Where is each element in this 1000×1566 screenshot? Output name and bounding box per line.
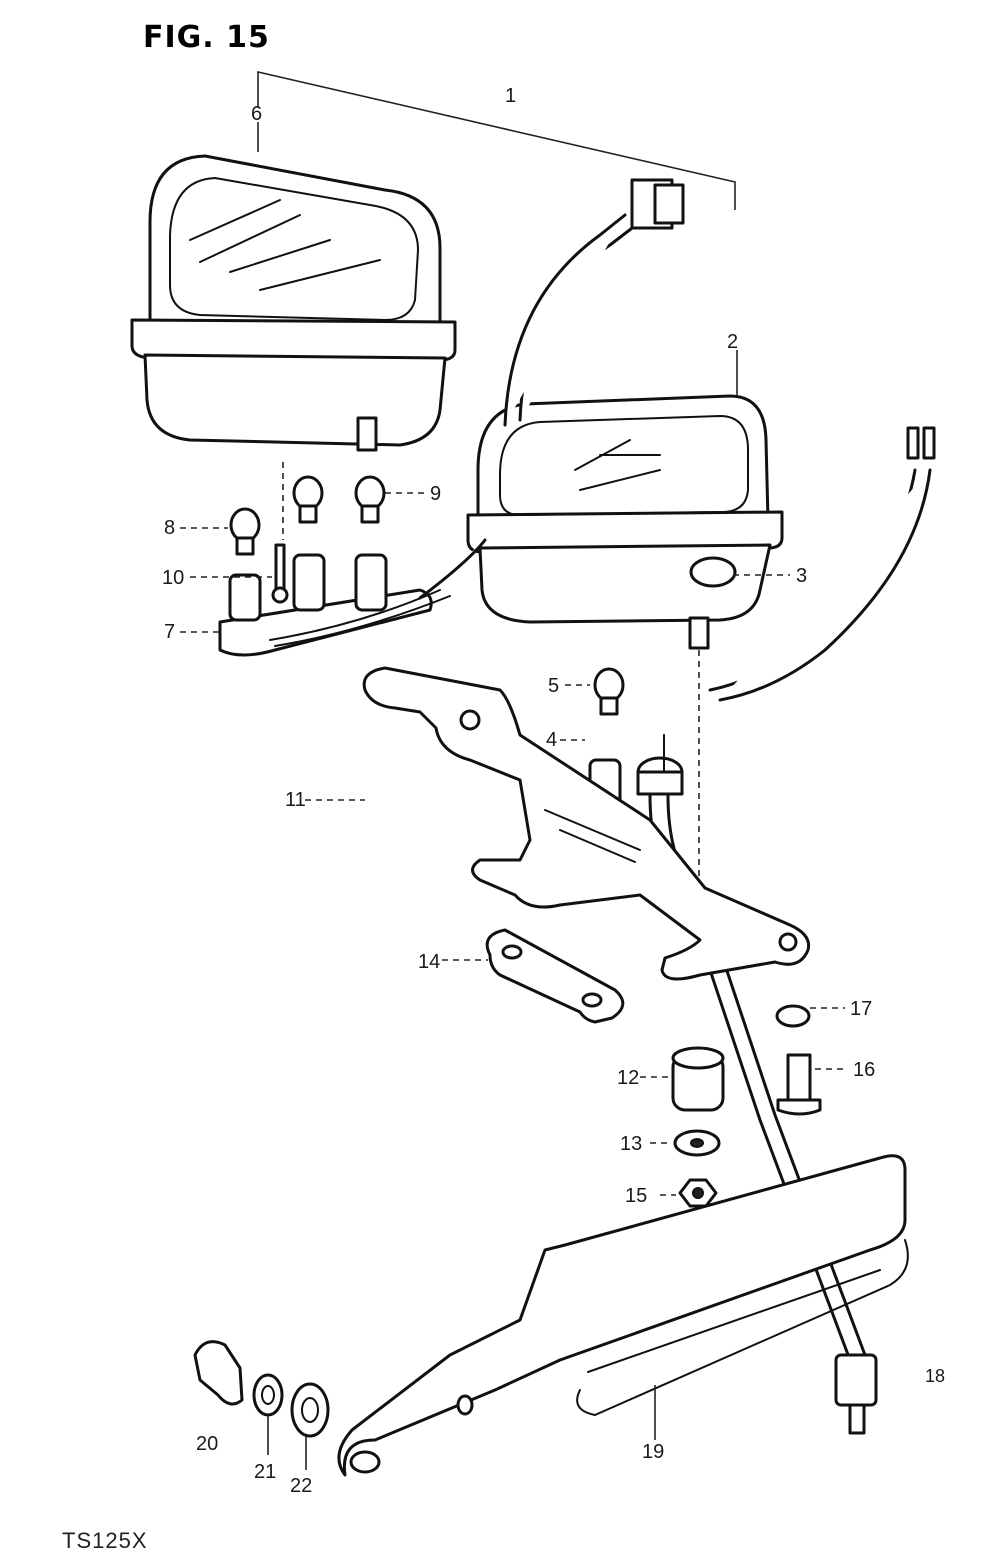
plate-14 <box>485 928 625 1024</box>
callout-4: 4 <box>546 729 557 751</box>
meter-bracket-11 <box>362 666 811 981</box>
callout-1: 1 <box>505 85 516 107</box>
callout-20: 20 <box>196 1433 218 1455</box>
bulb-socket <box>228 553 622 807</box>
callout-11: 11 <box>285 789 306 811</box>
callout-17: 17 <box>850 998 872 1020</box>
callout-16: 16 <box>853 1059 875 1081</box>
terminal-wire <box>708 426 936 702</box>
callout-labels: 1 2 3 4 5 6 7 8 9 10 11 12 13 14 15 16 1… <box>162 85 945 1497</box>
grommet-20 <box>193 1340 244 1406</box>
meter-harness <box>503 178 685 427</box>
callout-8: 8 <box>164 517 175 539</box>
figure-title: FIG. 15 <box>143 20 270 55</box>
meter-6-tachometer <box>130 154 457 540</box>
washer-17 <box>775 1004 811 1028</box>
callout-10: 10 <box>162 567 184 589</box>
callout-19: 19 <box>642 1441 664 1463</box>
callout-18: 18 <box>925 1366 945 1386</box>
bulb-8 <box>229 507 261 556</box>
callout-12: 12 <box>617 1067 639 1089</box>
washer-13 <box>673 1129 721 1157</box>
callout-2: 2 <box>727 331 738 353</box>
assembly-bracket <box>257 70 736 210</box>
washer-22 <box>290 1382 330 1438</box>
washer-21 <box>252 1373 284 1417</box>
leader-lines <box>180 122 848 1470</box>
callout-6: 6 <box>251 103 262 125</box>
bolt-16 <box>776 1053 822 1116</box>
callout-15: 15 <box>625 1185 647 1207</box>
screw-10 <box>271 543 289 604</box>
callout-14: 14 <box>418 951 440 973</box>
callout-5: 5 <box>548 675 559 697</box>
callout-3: 3 <box>796 565 807 587</box>
callout-9: 9 <box>430 483 441 505</box>
lower-bracket-19 <box>337 1154 909 1477</box>
bulb-5 <box>593 667 625 716</box>
meter-2-speedometer <box>466 394 784 970</box>
nut-15 <box>678 1178 718 1208</box>
callout-21: 21 <box>254 1461 276 1483</box>
callout-22: 22 <box>290 1475 312 1497</box>
callout-13: 13 <box>620 1133 642 1155</box>
callout-7: 7 <box>164 621 175 643</box>
rubber-cushion-12 <box>671 1046 725 1112</box>
bulb-9 <box>292 475 386 524</box>
model-code: TS125X <box>62 1528 148 1553</box>
